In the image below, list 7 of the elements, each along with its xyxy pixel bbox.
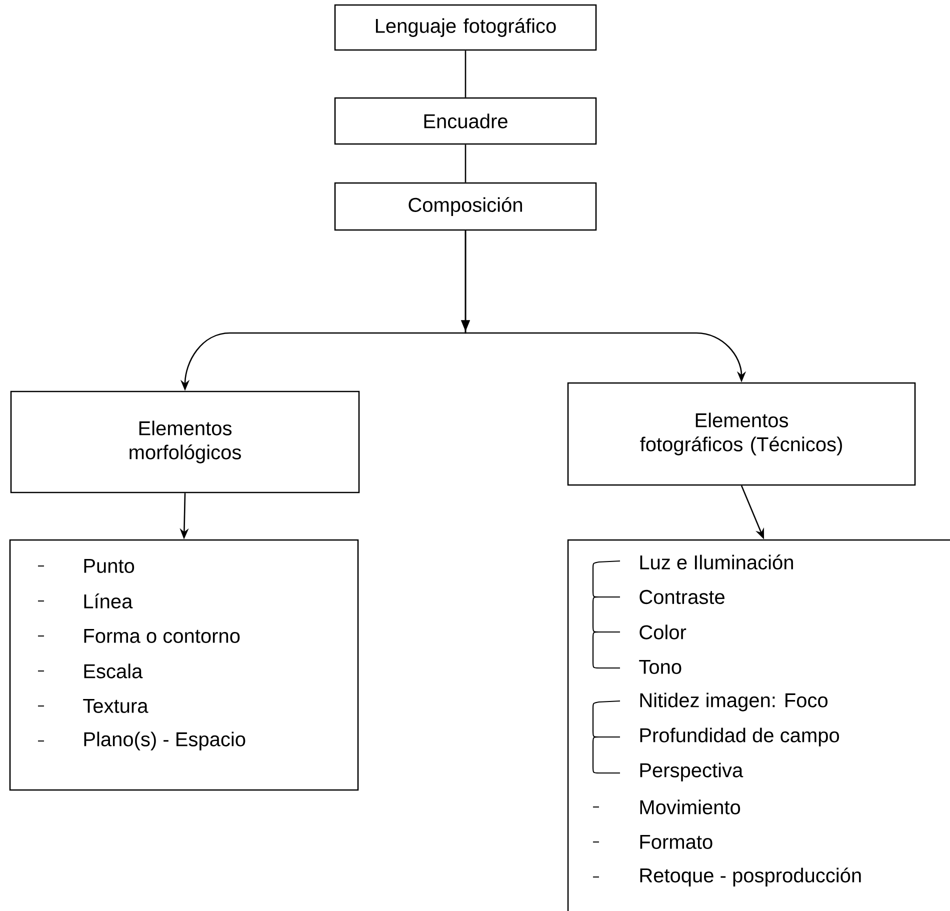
process-box: Lenguaje fotográfico	[334, 4, 597, 51]
list-box: Punto Línea Forma o contorno Escala Textura Plano(s) - Espacio	[9, 539, 359, 791]
process-box: Encuadre	[334, 97, 597, 145]
process-box: Composición	[334, 182, 597, 231]
process-box: Elementos fotográficos (Técnicos)	[567, 382, 916, 486]
list-box: Luz e Iluminación Contraste Color Tono Nitidez imagen: Foco Profundidad de campo Perspectiva Movimiento Formato Retoque - posproducción	[567, 539, 950, 911]
process-box: Elementos morfológicos	[10, 390, 360, 494]
